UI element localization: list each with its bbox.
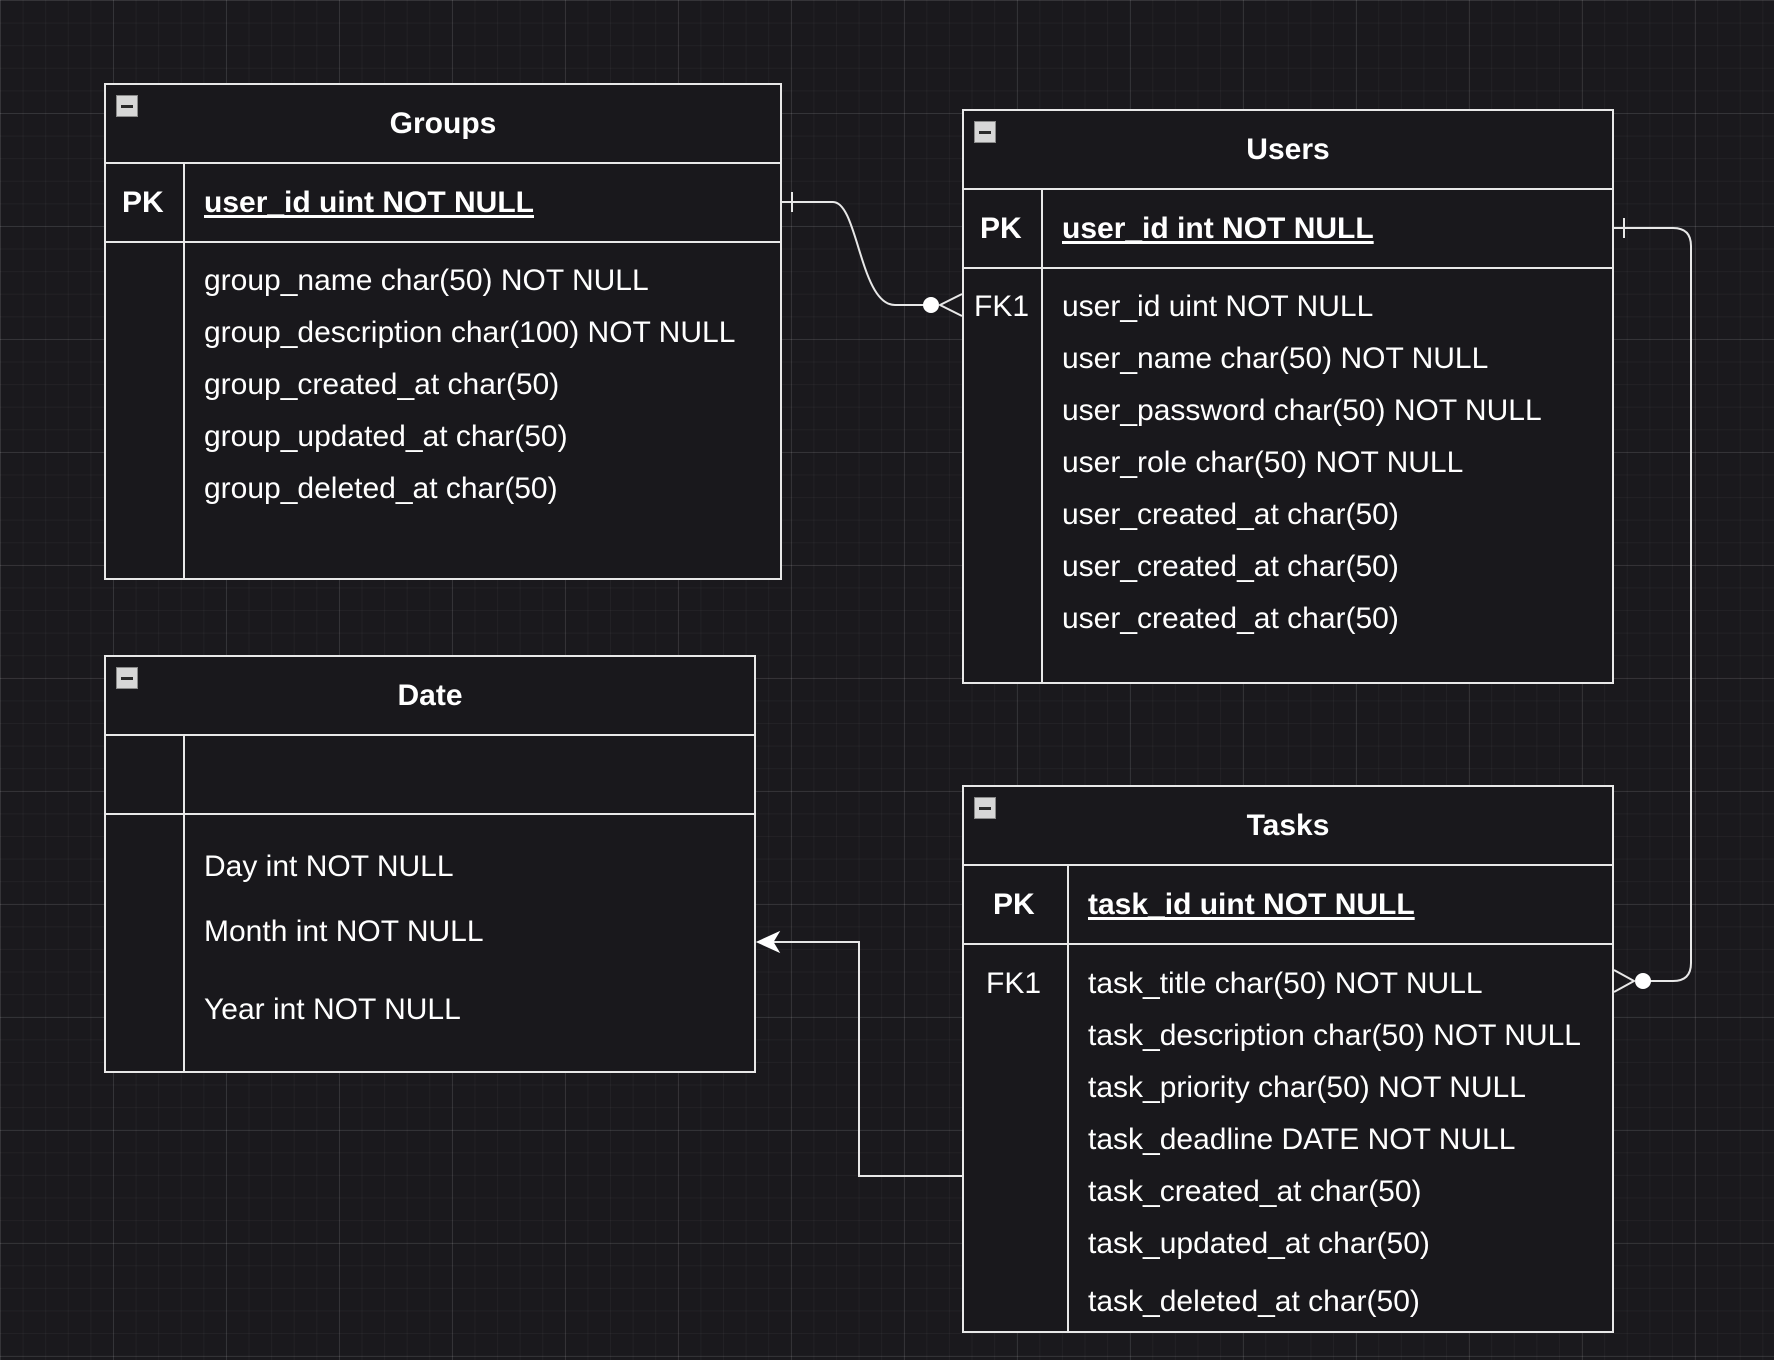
zero-marker [1635,973,1651,989]
tasks-date-connector[interactable] [755,930,963,1177]
pk-field: task_id uint NOT NULL [1088,888,1415,921]
field-row: Month int NOT NULL [204,915,484,948]
field-row: task_deleted_at char(50) [1088,1285,1420,1318]
pk-row[interactable]: PK user_id uint NOT NULL [106,164,780,243]
field-row: Day int NOT NULL [204,850,454,883]
users-table[interactable]: Users PK user_id int NOT NULL FK1 user_i… [962,109,1614,684]
table-title: Groups [106,85,780,164]
pk-row[interactable] [106,736,754,815]
field-row: task_priority char(50) NOT NULL [1088,1071,1526,1104]
field-row: user_password char(50) NOT NULL [1062,394,1542,427]
zero-marker [923,297,939,313]
field-row: task_updated_at char(50) [1088,1227,1430,1260]
many-marker [1613,969,1637,993]
groups-table[interactable]: Groups PK user_id uint NOT NULL group_na… [104,83,782,580]
tasks-table[interactable]: Tasks PK task_id uint NOT NULL FK1 task_… [962,785,1614,1333]
pk-row[interactable]: PK user_id int NOT NULL [964,190,1612,269]
field-row: task_created_at char(50) [1088,1175,1422,1208]
users-tasks-connector[interactable] [1613,218,1692,993]
field-row: group_deleted_at char(50) [204,472,558,505]
collapse-icon[interactable] [116,667,138,689]
field-row: user_created_at char(50) [1062,550,1399,583]
table-title: Users [964,111,1612,190]
pk-field: user_id int NOT NULL [1062,212,1374,245]
field-row: Year int NOT NULL [204,993,461,1026]
fk-label: FK1 [986,967,1042,1000]
field-row: group_updated_at char(50) [204,420,568,453]
pk-row[interactable]: PK task_id uint NOT NULL [964,866,1612,945]
pk-label: PK [122,186,164,219]
fk-label: FK1 [974,290,1030,323]
field-row: task_title char(50) NOT NULL [1088,967,1483,1000]
pk-label: PK [980,212,1022,245]
column-divider [183,736,185,1071]
column-divider [1041,190,1043,682]
field-row: group_description char(100) NOT NULL [204,316,736,349]
field-row: user_id uint NOT NULL [1062,290,1374,323]
field-row: task_description char(50) NOT NULL [1088,1019,1581,1052]
many-marker [937,293,963,317]
table-title: Date [106,657,754,736]
collapse-icon[interactable] [974,797,996,819]
pk-field: user_id uint NOT NULL [204,186,534,219]
field-row: user_created_at char(50) [1062,498,1399,531]
groups-users-connector[interactable] [782,192,963,317]
collapse-icon[interactable] [116,95,138,117]
arrow-head [755,930,781,954]
field-row: task_deadline DATE NOT NULL [1088,1123,1516,1156]
field-row: user_name char(50) NOT NULL [1062,342,1489,375]
collapse-icon[interactable] [974,121,996,143]
field-row: user_created_at char(50) [1062,602,1399,635]
field-row: group_name char(50) NOT NULL [204,264,649,297]
column-divider [183,164,185,578]
column-divider [1067,866,1069,1331]
pk-label: PK [993,888,1035,921]
field-row: group_created_at char(50) [204,368,560,401]
date-table[interactable]: Date Day int NOT NULL Month int NOT NULL… [104,655,756,1073]
table-title: Tasks [964,787,1612,866]
field-row: user_role char(50) NOT NULL [1062,446,1464,479]
